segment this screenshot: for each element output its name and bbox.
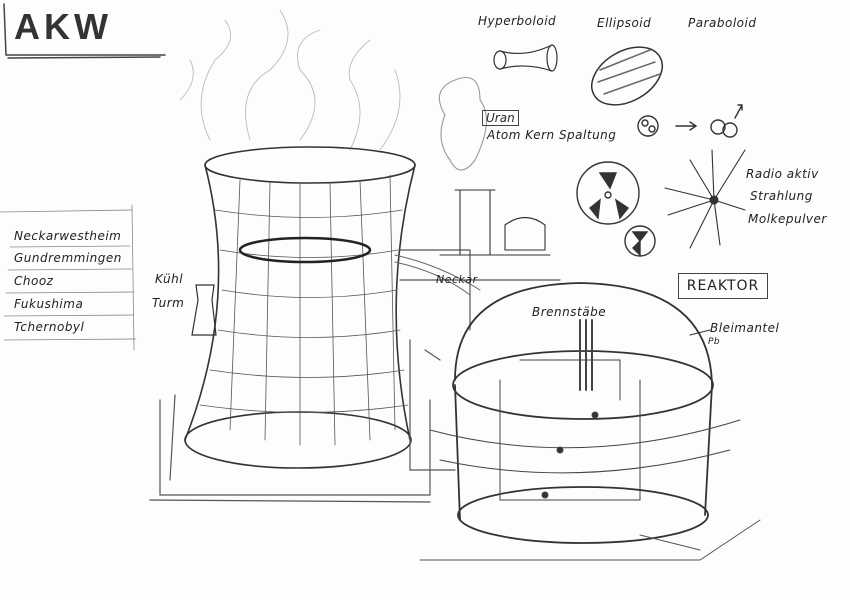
plant-item: Tchernobyl bbox=[14, 320, 85, 334]
label-uran: Uran bbox=[482, 110, 519, 126]
atom-icons bbox=[637, 104, 743, 138]
label-cooling: Kühl bbox=[155, 272, 184, 286]
ground-slabs bbox=[149, 249, 561, 503]
plant-item: Gundremmingen bbox=[14, 251, 122, 265]
label-river: Neckar bbox=[436, 273, 478, 286]
page-title: AKW bbox=[14, 6, 112, 47]
cooling-tower bbox=[184, 146, 416, 469]
label-ellipsoid: Ellipsoid bbox=[597, 16, 652, 30]
reactor-dome bbox=[419, 282, 761, 561]
title-frame bbox=[3, 3, 166, 59]
ellipsoid-icon bbox=[591, 46, 663, 106]
small-building bbox=[438, 76, 551, 256]
label-reactor: REAKTOR bbox=[678, 273, 768, 299]
label-hyperboloid: Hyperboloid bbox=[478, 14, 557, 28]
radiation-symbol bbox=[576, 161, 656, 257]
plant-item: Neckarwestheim bbox=[14, 229, 122, 243]
label-lead-mantle: Bleimantel bbox=[710, 321, 780, 335]
plant-item: Fukushima bbox=[14, 297, 84, 311]
plant-item: Chooz bbox=[14, 274, 54, 288]
label-pb: Pb bbox=[708, 337, 721, 347]
rook-figure bbox=[191, 284, 217, 336]
label-paraboloid: Paraboloid bbox=[688, 16, 757, 30]
label-tower: Turm bbox=[152, 296, 185, 310]
smoke bbox=[179, 9, 401, 151]
plant-list-lines bbox=[0, 204, 137, 351]
label-fuel-rods: Brennstäbe bbox=[532, 305, 607, 319]
label-radiation: Strahlung bbox=[750, 189, 813, 203]
label-radioactive: Radio aktiv bbox=[746, 167, 819, 181]
river bbox=[394, 254, 481, 296]
radiation-burst bbox=[664, 149, 746, 249]
label-molkepulver: Molkepulver bbox=[748, 212, 827, 226]
hyperboloid-icon bbox=[493, 44, 558, 72]
label-atom-fission: Atom Kern Spaltung bbox=[487, 128, 617, 142]
